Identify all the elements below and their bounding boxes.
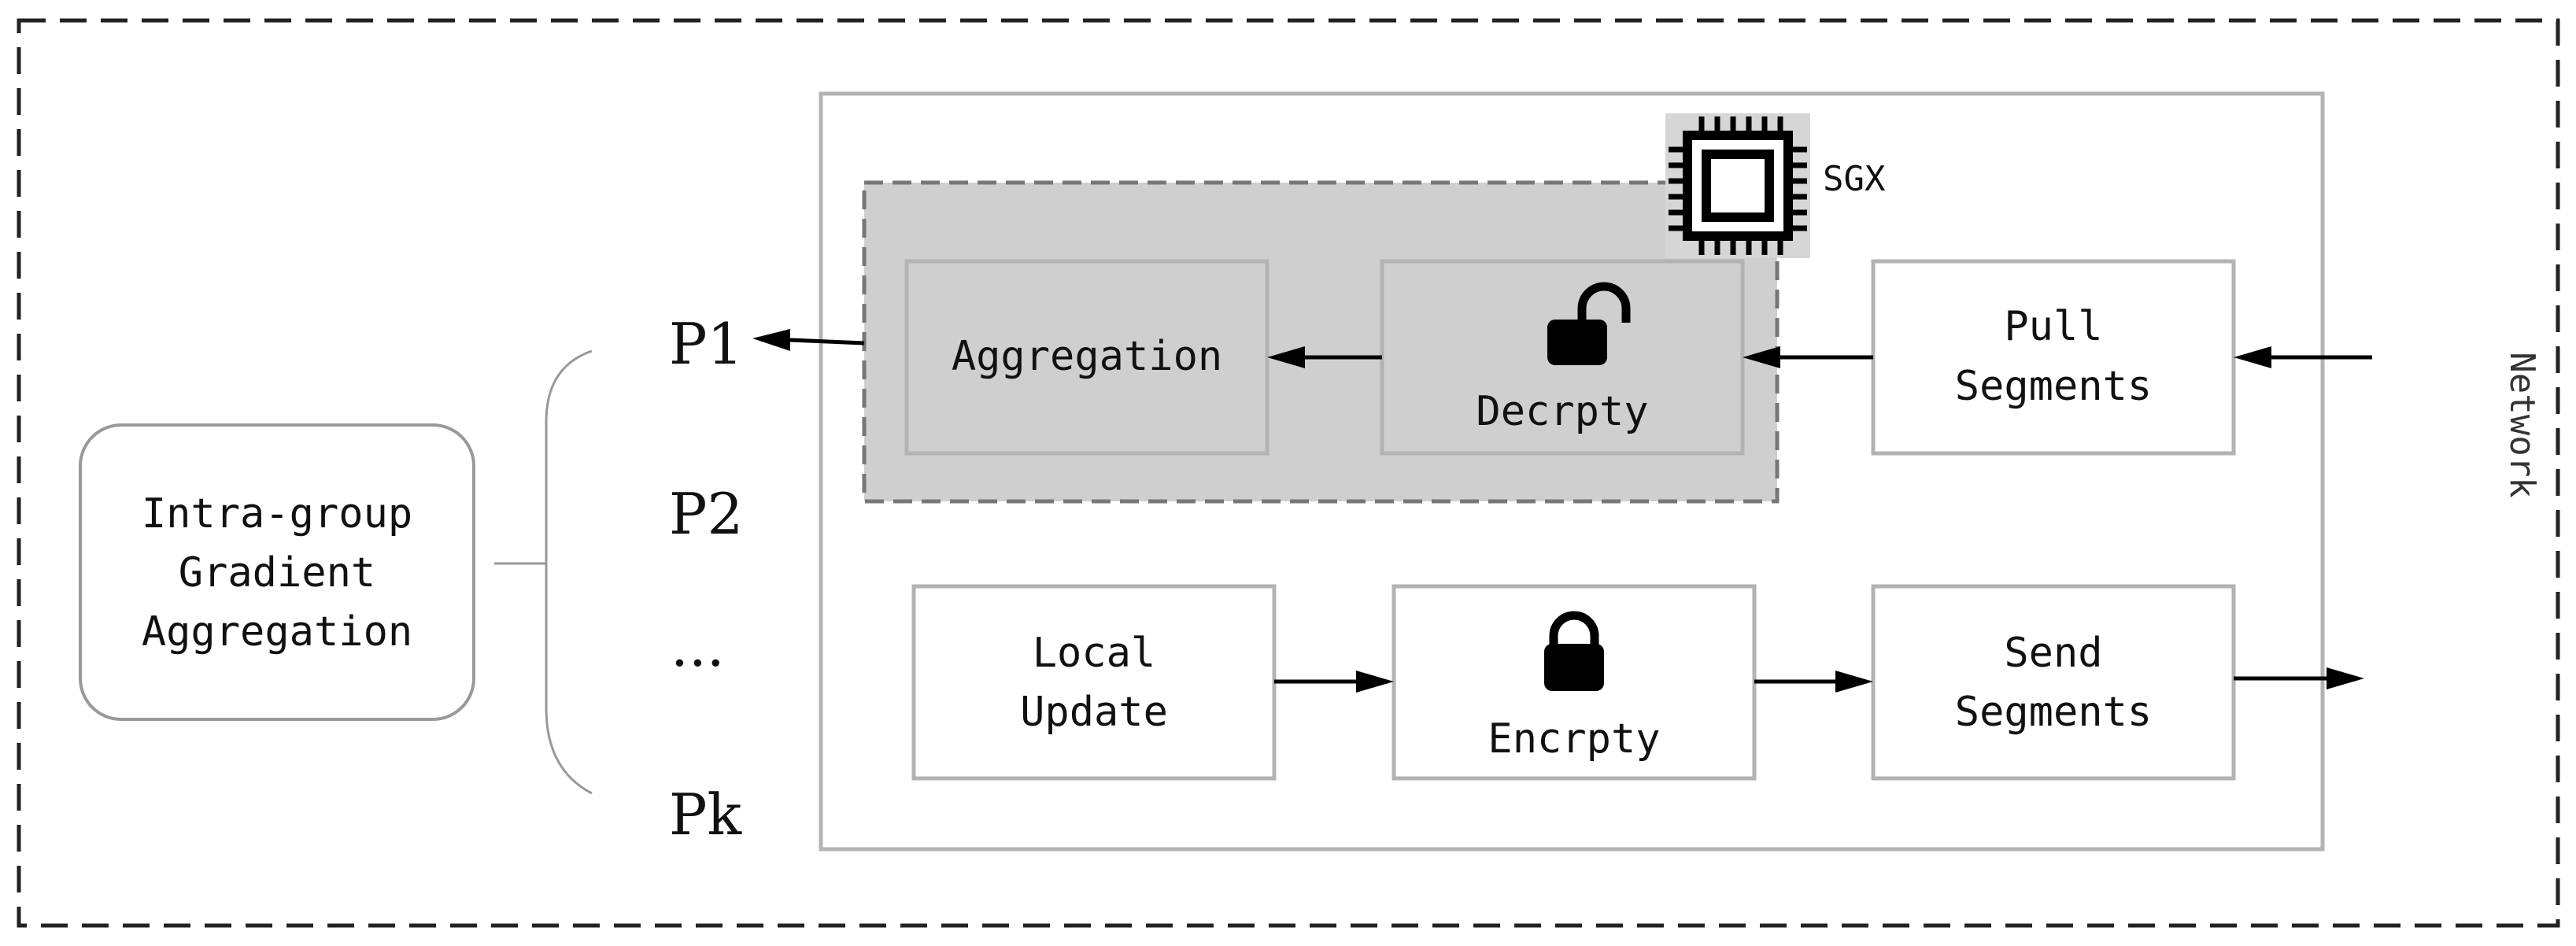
local-update-line-1: Local	[1033, 630, 1156, 677]
network-boundary	[17, 18, 2560, 928]
send-label-line-2: Segments	[1955, 689, 2152, 736]
pull-label-line-2: Segments	[1955, 363, 2152, 410]
send-label-line-1: Send	[2004, 630, 2102, 677]
participant-pk: Pk	[669, 782, 742, 848]
intra-group-line-3: Aggregation	[142, 608, 412, 656]
chip-icon	[1665, 113, 1810, 258]
participant-p1: P1	[669, 311, 743, 377]
participant-ellipsis: ...	[671, 613, 725, 679]
decrypt-module: Decrpty	[1380, 259, 1745, 456]
send-segments-module: Send Segments	[1871, 584, 2236, 781]
network-label: Network	[2502, 352, 2542, 497]
encrypt-label: Encrpty	[1488, 715, 1660, 763]
intra-group-line-2: Gradient	[179, 549, 375, 597]
flow-arrows	[752, 329, 2372, 693]
participants-brace	[545, 349, 593, 795]
unlocked-padlock-icon	[1547, 282, 1631, 365]
intra-group-line-1: Intra-group	[142, 490, 412, 538]
locked-padlock-icon	[1544, 611, 1604, 691]
pull-label-line-1: Pull	[2004, 303, 2102, 350]
aggregation-label: Aggregation	[952, 333, 1222, 380]
aggregation-module: Aggregation	[904, 259, 1270, 456]
pull-segments-module: Pull Segments	[1871, 259, 2236, 456]
decrypt-label: Decrpty	[1476, 388, 1648, 435]
local-update-module: Local Update	[911, 584, 1277, 781]
arrow-aggregation-to-p1	[789, 338, 865, 346]
local-update-line-2: Update	[1020, 689, 1168, 736]
intra-group-aggregation-box: Intra-group Gradient Aggregation	[79, 423, 475, 721]
encrypt-module: Encrpty	[1391, 584, 1757, 781]
participant-p2: P2	[669, 481, 743, 547]
sgx-label: SGX	[1823, 159, 1886, 199]
